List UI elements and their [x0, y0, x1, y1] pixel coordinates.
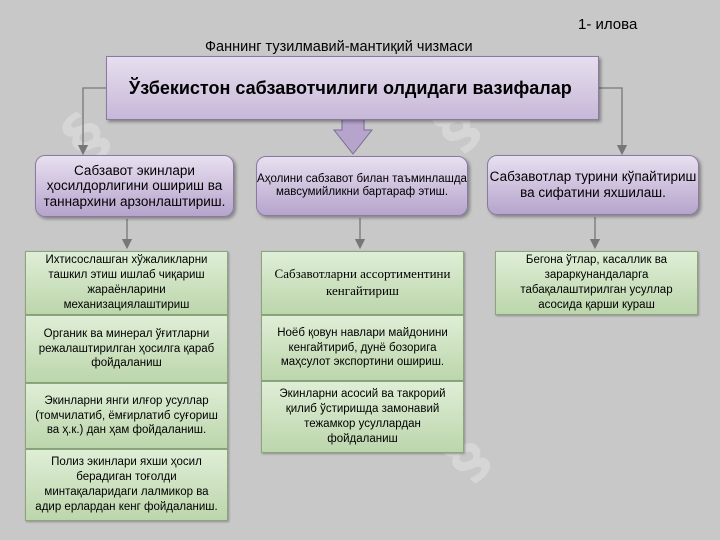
diagram-caption: Фаннинг тузилмавий-мантиқий чизмаси — [205, 39, 473, 55]
task-box: Бегона ўтлар, касаллик ва зараркунандала… — [495, 251, 698, 315]
task-box: Органик ва минерал ўғитларни режалаштири… — [25, 315, 228, 383]
task-box: Экинларни янги илғор усуллар (томчилатиб… — [25, 383, 228, 449]
task-box: Ихтисослашган хўжаликларни ташкил этиш и… — [25, 251, 228, 315]
task-box: Сабзавотларни ассортиментини кенгайтириш — [261, 251, 464, 315]
goal-box-yield: Сабзавот экинлари ҳосилдорлигини ошириш … — [35, 155, 234, 217]
task-box: Экинларни асосий ва такрорий қилиб ўстир… — [261, 381, 464, 453]
connector-center-arrow — [332, 117, 374, 155]
appendix-label: 1- илова — [578, 16, 638, 33]
task-box: Ноёб қовун навлари майдонини кенгайтириб… — [261, 315, 464, 381]
task-box: Полиз экинлари яхши ҳосил берадиган тоғо… — [25, 449, 228, 521]
goal-box-seasonality: Аҳолини сабзавот билан таъминлашда мавсу… — [256, 156, 468, 216]
goal-box-quality: Сабзавотлар турини кўпайтириш ва сифатин… — [487, 155, 699, 215]
connector-right — [599, 87, 628, 156]
connector-left — [77, 87, 106, 156]
main-goal-box: Ўзбекистон сабзавотчилиги олдидаги вазиф… — [106, 56, 599, 120]
main-goal-text: Ўзбекистон сабзавотчилиги олдидаги вазиф… — [129, 78, 572, 98]
